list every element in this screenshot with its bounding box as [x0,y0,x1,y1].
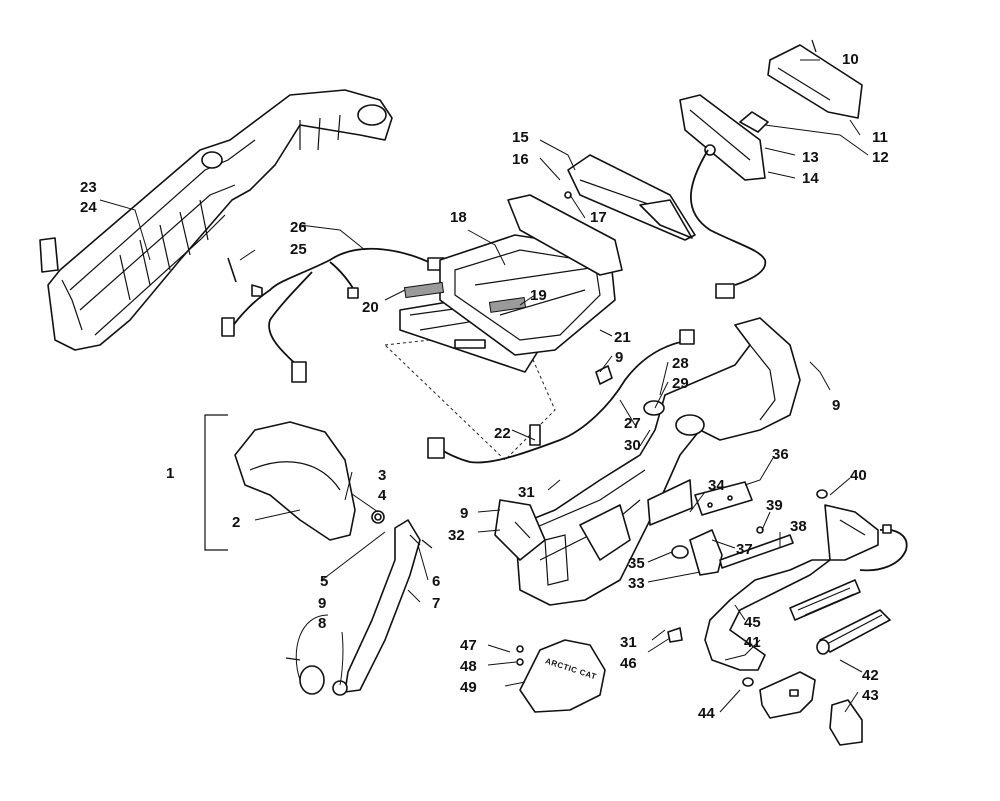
callout-24: 24 [80,199,97,216]
callout-21: 21 [614,329,631,346]
callout-4: 4 [378,487,387,504]
callout-31-upper: 31 [518,484,535,501]
callout-34: 34 [708,477,725,494]
callout-36: 36 [772,446,789,463]
harness-27 [427,329,695,464]
callout-2: 2 [232,514,240,531]
callout-6: 6 [432,573,440,590]
callout-15: 15 [512,129,529,146]
rear-frame-assembly [494,317,801,606]
callout-33: 33 [628,575,645,592]
callout-9-left: 9 [318,595,326,612]
callout-18: 18 [450,209,467,226]
backrest-assembly [204,414,433,696]
callout-23: 23 [80,179,97,196]
callout-7: 7 [432,595,440,612]
callout-26: 26 [290,219,307,236]
callout-29: 29 [672,375,689,392]
callout-9-mid: 9 [615,349,623,366]
callout-49: 49 [460,679,477,696]
callout-43: 43 [862,687,879,704]
callout-28: 28 [672,355,689,372]
callout-8: 8 [318,615,326,632]
rack-assembly [383,194,623,461]
callout-labels: 1 2 3 4 5 6 7 8 9 9 9 9 10 11 12 13 14 1… [80,51,889,722]
callout-12: 12 [872,149,889,166]
cover-pad: ARCTIC CAT [516,639,606,713]
grab-handle-assembly [564,154,696,241]
callout-17: 17 [590,209,607,226]
callout-41: 41 [744,634,761,651]
callout-20: 20 [362,299,379,316]
callout-37: 37 [736,541,753,558]
callout-44: 44 [698,705,715,722]
callout-48: 48 [460,658,477,675]
leader-lines [99,59,869,713]
callout-45: 45 [744,614,761,631]
callout-47: 47 [460,637,477,654]
taillight-assembly [679,39,863,299]
callout-46: 46 [620,655,637,672]
callout-32: 32 [448,527,465,544]
callout-38: 38 [790,518,807,535]
callout-31-lower: 31 [620,634,637,651]
callout-5: 5 [320,573,328,590]
callout-9-lower: 9 [460,505,468,522]
callout-27: 27 [624,415,641,432]
callout-40: 40 [850,467,867,484]
callout-14: 14 [802,170,819,187]
callout-16: 16 [512,151,529,168]
callout-22: 22 [494,425,511,442]
callout-1: 1 [166,465,174,482]
callout-19: 19 [530,287,547,304]
callout-39: 39 [766,497,783,514]
callout-35: 35 [628,555,645,572]
callout-9-right: 9 [832,397,840,414]
callout-11: 11 [872,129,888,146]
callout-30: 30 [624,437,641,454]
callout-3: 3 [378,467,386,484]
callout-13: 13 [802,149,819,166]
callout-25: 25 [290,241,307,258]
callout-42: 42 [862,667,879,684]
lower-right-parts [667,481,908,746]
side-frame-assembly [39,89,393,351]
callout-10: 10 [842,51,859,68]
